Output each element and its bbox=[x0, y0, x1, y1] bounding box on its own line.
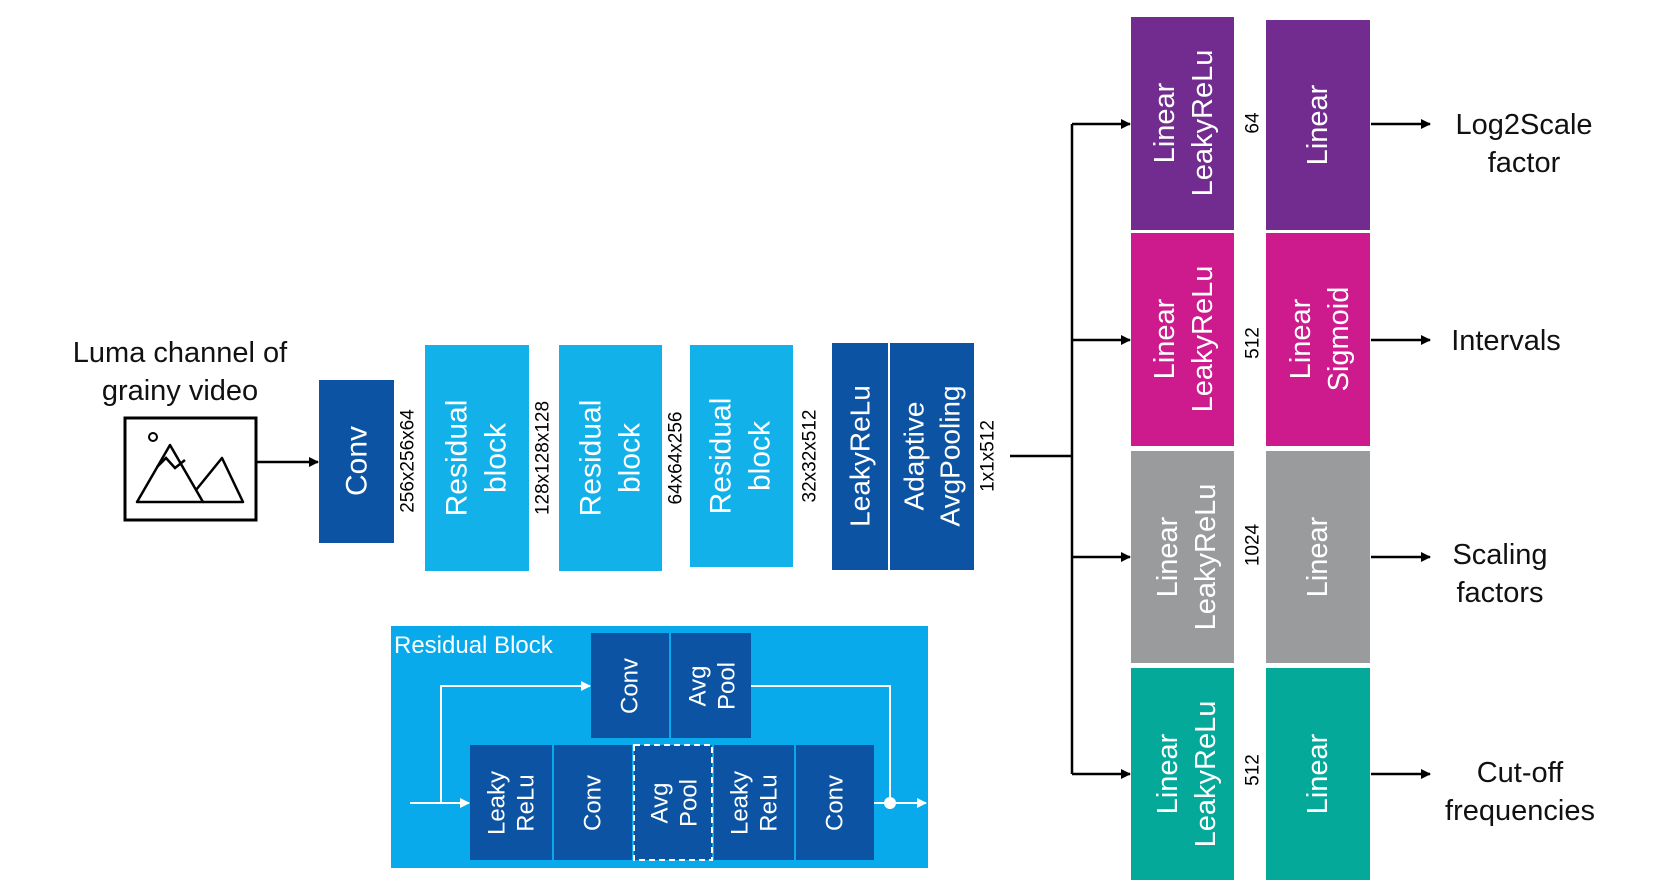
head-2-second-block bbox=[1266, 233, 1370, 446]
head-3-second-line1: Linear bbox=[1302, 516, 1334, 597]
head-1-output-line2: factor bbox=[1488, 147, 1561, 179]
residual-block-3-shape-label: 32x32x512 bbox=[800, 410, 821, 503]
leaky-relu-block bbox=[832, 343, 888, 570]
conv-block bbox=[319, 380, 394, 543]
input-label-line1: Luma channel of bbox=[73, 337, 288, 369]
head-log2scale: Linear LeakyReLu 64 Linear Log2Scale fac… bbox=[1131, 17, 1593, 230]
residual-block-2-line1: Residual bbox=[575, 400, 608, 517]
residual-block-title: Residual Block bbox=[394, 632, 554, 659]
main-conv-1-block bbox=[554, 745, 632, 860]
head-2-second-line1: Linear bbox=[1285, 298, 1317, 379]
input-label-line2: grainy video bbox=[102, 375, 258, 407]
main-conv-2-block bbox=[796, 745, 874, 860]
head-scaling-factors: Linear LeakyReLu 1024 Linear Scaling fac… bbox=[1131, 451, 1548, 663]
head-4-second-line1: Linear bbox=[1302, 733, 1334, 814]
head-4-first-block bbox=[1131, 668, 1234, 880]
head-1-first-line1: Linear bbox=[1149, 82, 1181, 163]
residual-block-1-shape-label: 128x128x128 bbox=[533, 401, 554, 515]
skip-conv-block bbox=[591, 633, 669, 738]
head-1-first-line2: LeakyReLu bbox=[1187, 50, 1219, 197]
head-1-second-block bbox=[1266, 20, 1370, 230]
head-3-first-line2: LeakyReLu bbox=[1190, 484, 1222, 631]
leaky-relu-label: LeakyReLu bbox=[845, 385, 876, 527]
head-3-output-line2: factors bbox=[1456, 577, 1543, 609]
input-section: Luma channel of grainy video bbox=[73, 337, 319, 522]
head-1-first-block bbox=[1131, 17, 1234, 230]
head-3-width-label: 1024 bbox=[1243, 523, 1264, 566]
head-1-width-label: 64 bbox=[1243, 112, 1264, 134]
head-3-output-line1: Scaling bbox=[1452, 539, 1547, 571]
main-avgpool-block bbox=[633, 744, 713, 861]
head-2-first-block bbox=[1131, 233, 1234, 446]
residual-block-1-line2: block bbox=[480, 422, 513, 493]
adaptive-avgpool-shape-label: 1x1x512 bbox=[978, 420, 999, 492]
image-landscape-icon bbox=[123, 416, 258, 522]
adaptive-avgpool-line2: AvgPooling bbox=[935, 385, 966, 526]
head-3-first-block bbox=[1131, 451, 1234, 663]
residual-sum-node bbox=[884, 797, 896, 809]
main-leaky-relu-1-line2: ReLu bbox=[513, 774, 540, 831]
adaptive-avgpool-block bbox=[890, 343, 974, 570]
head-2-second-line2: Sigmoid bbox=[1323, 287, 1355, 392]
main-avgpool-line2: Pool bbox=[676, 779, 703, 827]
head-1-output-line1: Log2Scale bbox=[1455, 109, 1592, 141]
head-intervals: Linear LeakyReLu 512 Linear Sigmoid Inte… bbox=[1131, 233, 1561, 446]
residual-block-3 bbox=[690, 345, 793, 567]
head-3-second-block bbox=[1266, 451, 1370, 663]
head-2-first-line2: LeakyReLu bbox=[1187, 266, 1219, 413]
residual-block-2-line2: block bbox=[614, 422, 647, 493]
head-2-first-line1: Linear bbox=[1149, 298, 1181, 379]
skip-avgpool-block bbox=[671, 633, 751, 738]
main-avgpool-line1: Avg bbox=[647, 783, 674, 824]
main-leaky-relu-2-block bbox=[714, 745, 794, 860]
head-4-first-line2: LeakyReLu bbox=[1190, 701, 1222, 848]
residual-skip-path-in bbox=[440, 681, 591, 803]
head-3-first-line1: Linear bbox=[1152, 516, 1184, 597]
head-4-width-label: 512 bbox=[1243, 754, 1264, 786]
head-2-width-label: 512 bbox=[1243, 327, 1264, 359]
conv-label: Conv bbox=[341, 426, 374, 496]
head-4-output-line1: Cut-off bbox=[1477, 757, 1564, 789]
branch-connectors bbox=[1010, 119, 1131, 779]
head-4-output-line2: frequencies bbox=[1445, 795, 1595, 827]
main-conv-2-label: Conv bbox=[822, 775, 849, 831]
main-leaky-relu-1-block bbox=[470, 745, 552, 860]
residual-block-2-shape-label: 64x64x256 bbox=[666, 412, 687, 505]
residual-block-3-line1: Residual bbox=[705, 398, 738, 515]
main-conv-1-label: Conv bbox=[580, 775, 607, 831]
conv-shape-label: 256x256x64 bbox=[398, 409, 419, 513]
head-cutoff-frequencies: Linear LeakyReLu 512 Linear Cut-off freq… bbox=[1131, 668, 1595, 880]
skip-avgpool-line1: Avg bbox=[685, 666, 712, 707]
head-2-output-line1: Intervals bbox=[1451, 325, 1561, 357]
skip-avgpool-line2: Pool bbox=[714, 662, 741, 710]
head-4-second-block bbox=[1266, 668, 1370, 880]
residual-block-1 bbox=[425, 345, 529, 571]
head-4-first-line1: Linear bbox=[1152, 733, 1184, 814]
residual-skip-path-out bbox=[751, 685, 891, 803]
head-1-second-line1: Linear bbox=[1302, 84, 1334, 165]
main-leaky-relu-2-line1: Leaky bbox=[727, 771, 754, 835]
residual-connectors bbox=[410, 681, 927, 808]
adaptive-avgpool-line1: Adaptive bbox=[899, 402, 930, 511]
residual-block-3-line2: block bbox=[744, 420, 777, 491]
encoder: Conv 256x256x64 Residual block 128x128x1… bbox=[319, 343, 999, 571]
residual-block-2 bbox=[559, 345, 662, 571]
skip-conv-label: Conv bbox=[617, 658, 644, 714]
main-leaky-relu-2-line2: ReLu bbox=[756, 774, 783, 831]
residual-block-detail: Residual Block Conv Avg Pool Leaky ReLu … bbox=[391, 626, 928, 868]
residual-block-1-line1: Residual bbox=[441, 400, 474, 517]
main-leaky-relu-1-line1: Leaky bbox=[484, 771, 511, 835]
